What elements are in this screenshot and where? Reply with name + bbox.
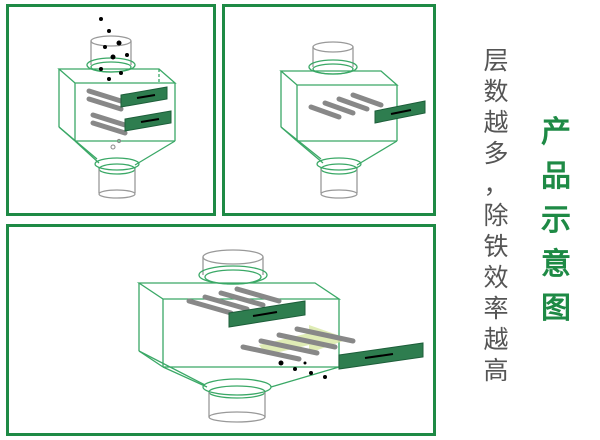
caption-char: 高 bbox=[483, 356, 509, 385]
caption-char: 层 bbox=[483, 46, 509, 75]
hopper-diagram-two-layer bbox=[57, 17, 177, 199]
caption-char: 多 bbox=[483, 139, 509, 168]
caption-char: 铁 bbox=[483, 232, 509, 261]
hopper-diagram-staggered bbox=[136, 249, 424, 423]
panel-two-layer bbox=[6, 4, 216, 216]
caption-char: 率 bbox=[483, 294, 509, 323]
caption-char: 数 bbox=[483, 77, 509, 106]
caption-char: 越 bbox=[483, 108, 509, 137]
heading-char: 示 bbox=[541, 203, 571, 238]
caption-vertical: 层 数 越 多 ， 除 铁 效 率 越 高 bbox=[480, 48, 512, 389]
heading-char: 意 bbox=[541, 247, 571, 282]
caption-char: 越 bbox=[483, 325, 509, 354]
heading-char: 品 bbox=[541, 159, 571, 194]
caption-char: 效 bbox=[483, 263, 509, 292]
panel-staggered-layers bbox=[6, 224, 436, 436]
hopper-diagram-one-layer bbox=[279, 41, 426, 199]
heading-char: 图 bbox=[541, 291, 571, 326]
caption-char: 除 bbox=[483, 201, 509, 230]
panel-one-layer bbox=[222, 4, 436, 216]
heading-vertical: 产 品 示 意 图 bbox=[538, 118, 574, 338]
heading-char: 产 bbox=[541, 115, 571, 150]
caption-char: ， bbox=[483, 170, 509, 199]
